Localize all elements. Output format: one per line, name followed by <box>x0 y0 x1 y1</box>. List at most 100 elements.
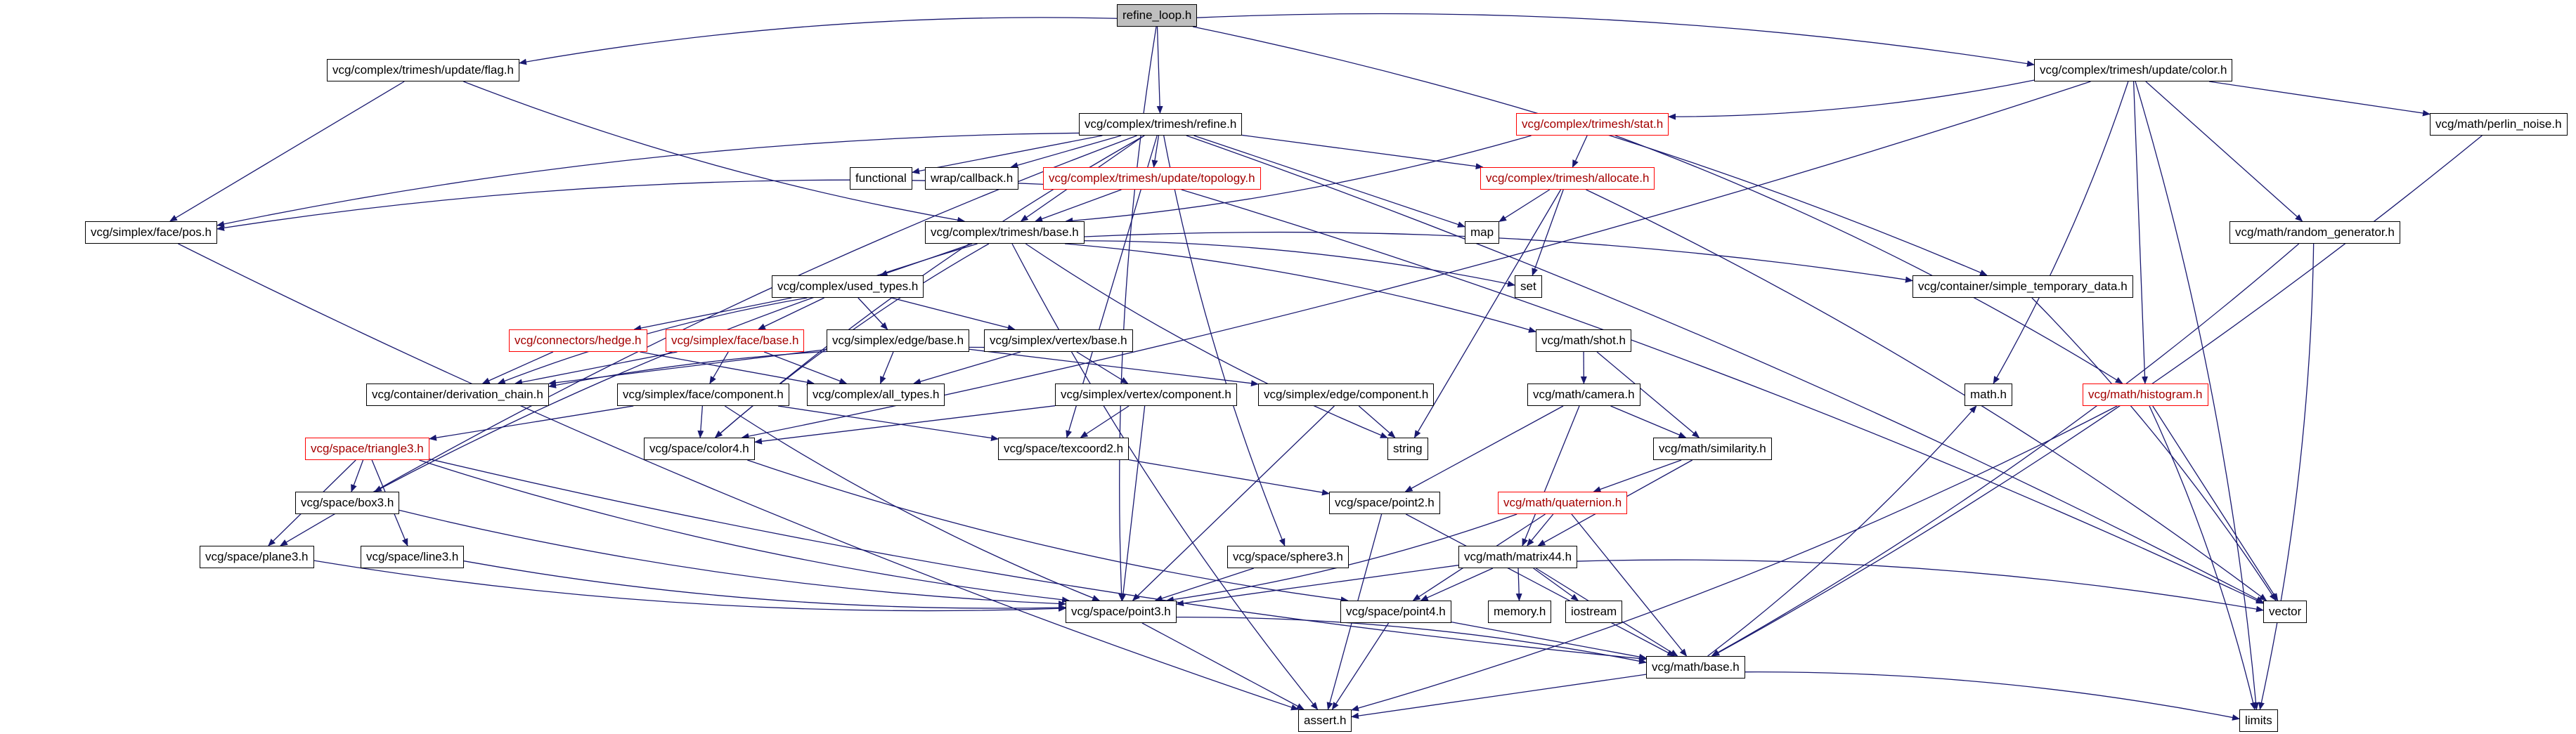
edge-face_base-to-face_comp <box>709 351 729 384</box>
edge-quaternion-to-matrix44 <box>1527 513 1554 546</box>
graph-node-sphere3[interactable]: vcg/space/sphere3.h <box>1227 546 1349 568</box>
graph-node-map[interactable]: map <box>1465 221 1500 244</box>
graph-node-used_types[interactable]: vcg/complex/used_types.h <box>772 275 924 298</box>
graph-node-allocate[interactable]: vcg/complex/trimesh/allocate.h <box>1480 167 1655 190</box>
graph-node-string[interactable]: string <box>1387 438 1428 460</box>
edge-stat-to-histogram <box>1614 135 2123 384</box>
graph-node-math_base[interactable]: vcg/math/base.h <box>1646 656 1745 679</box>
edge-refine_loop-to-upd_color <box>1196 13 2035 67</box>
graph-node-hedge[interactable]: vcg/connectors/hedge.h <box>509 329 647 352</box>
graph-node-callback[interactable]: wrap/callback.h <box>925 167 1019 190</box>
edge-refine_loop-to-point3 <box>1118 26 1157 601</box>
edge-used_types-to-deriv_chain <box>497 297 808 384</box>
edge-histogram-to-limits <box>2149 405 2257 710</box>
edge-vertex_base-to-vertex_comp <box>1076 351 1129 384</box>
edge-face_base-to-all_types <box>763 351 848 384</box>
edge-camera-to-point2 <box>1404 405 1564 492</box>
graph-node-shot[interactable]: vcg/math/shot.h <box>1536 329 1632 352</box>
edge-point2-to-math_base <box>1405 513 1676 657</box>
graph-node-face_base[interactable]: vcg/simplex/face/base.h <box>666 329 805 352</box>
graph-node-line3[interactable]: vcg/space/line3.h <box>361 546 465 568</box>
graph-node-triangle3[interactable]: vcg/space/triangle3.h <box>305 438 429 460</box>
graph-node-simple_temp[interactable]: vcg/container/simple_temporary_data.h <box>1912 275 2133 298</box>
edge-histogram-to-assert_h <box>1351 405 2118 712</box>
graph-node-math_h[interactable]: math.h <box>1965 384 2012 406</box>
edge-edge_base-to-edge_comp <box>969 348 1259 387</box>
graph-node-random_gen[interactable]: vcg/math/random_generator.h <box>2229 221 2400 244</box>
graph-node-face_pos[interactable]: vcg/simplex/face/pos.h <box>85 221 217 244</box>
graph-node-perlin[interactable]: vcg/math/perlin_noise.h <box>2430 113 2568 136</box>
edge-box3-to-point3 <box>399 509 1066 607</box>
edge-refine_loop-to-upd_flag <box>519 17 1118 65</box>
graph-node-upd_color[interactable]: vcg/complex/trimesh/update/color.h <box>2034 59 2233 81</box>
edge-tri_base-to-simple_temp <box>1084 231 1913 283</box>
graph-node-point2[interactable]: vcg/space/point2.h <box>1329 492 1440 514</box>
graph-node-vector[interactable]: vector <box>2263 601 2308 623</box>
graph-node-set[interactable]: set <box>1515 275 1542 298</box>
graph-node-vertex_base[interactable]: vcg/simplex/vertex/base.h <box>984 329 1133 352</box>
graph-node-vertex_comp[interactable]: vcg/simplex/vertex/component.h <box>1055 384 1237 406</box>
edge-simple_temp-to-vector <box>2031 297 2277 601</box>
graph-node-quaternion[interactable]: vcg/math/quaternion.h <box>1498 492 1628 514</box>
edge-triangle3-to-box3 <box>351 459 364 492</box>
edge-topology-to-vector <box>1181 189 2264 604</box>
edge-refine-to-face_pos <box>216 132 1080 228</box>
edge-hedge-to-all_types <box>640 351 815 386</box>
graph-node-point3[interactable]: vcg/space/point3.h <box>1066 601 1177 623</box>
edge-upd_color-to-limits <box>2135 81 2259 710</box>
edge-face_pos-to-assert_h <box>178 243 1299 711</box>
graph-node-histogram[interactable]: vcg/math/histogram.h <box>2083 384 2208 406</box>
graph-node-tri_base[interactable]: vcg/complex/trimesh/base.h <box>925 221 1085 244</box>
edge-upd_color-to-histogram <box>2132 81 2149 384</box>
graph-node-upd_flag[interactable]: vcg/complex/trimesh/update/flag.h <box>327 59 519 81</box>
edge-matrix44-to-point4 <box>1420 568 1494 601</box>
graph-node-topology[interactable]: vcg/complex/trimesh/update/topology.h <box>1043 167 1261 190</box>
graph-node-edge_comp[interactable]: vcg/simplex/edge/component.h <box>1258 384 1435 406</box>
edge-used_types-to-face_base <box>757 297 824 330</box>
graph-node-assert_h[interactable]: assert.h <box>1298 709 1352 732</box>
graph-node-all_types[interactable]: vcg/complex/all_types.h <box>807 384 945 406</box>
edge-topology-to-tri_base <box>1035 189 1122 222</box>
edge-plane3-to-point3 <box>313 560 1066 612</box>
edge-random_gen-to-limits <box>2258 243 2315 710</box>
graph-node-edge_base[interactable]: vcg/simplex/edge/base.h <box>827 329 970 352</box>
edge-line3-to-point3 <box>463 561 1066 611</box>
graph-node-iostream[interactable]: iostream <box>1565 601 1623 623</box>
graph-node-box3[interactable]: vcg/space/box3.h <box>295 492 400 514</box>
graph-node-matrix44[interactable]: vcg/math/matrix44.h <box>1458 546 1578 568</box>
graph-node-deriv_chain[interactable]: vcg/container/derivation_chain.h <box>366 384 549 406</box>
edge-vertex_comp-to-color4 <box>754 405 1056 445</box>
edge-vertex_comp-to-point3 <box>1120 405 1146 601</box>
graph-node-texcoord2[interactable]: vcg/space/texcoord2.h <box>998 438 1130 460</box>
graph-node-refine[interactable]: vcg/complex/trimesh/refine.h <box>1079 113 1243 136</box>
edge-upd_color-to-math_h <box>1993 81 2129 384</box>
edge-edge_comp-to-string <box>1358 405 1396 438</box>
edge-face_comp-to-triangle3 <box>429 405 634 441</box>
graph-node-point4[interactable]: vcg/space/point4.h <box>1340 601 1451 623</box>
edge-upd_color-to-stat <box>1668 79 2035 120</box>
graph-node-similarity[interactable]: vcg/math/similarity.h <box>1653 438 1772 460</box>
edge-math_base-to-limits <box>1745 671 2240 721</box>
edge-refine-to-callback <box>1010 135 1122 169</box>
graph-node-memory_h[interactable]: memory.h <box>1488 601 1552 623</box>
graph-node-face_comp[interactable]: vcg/simplex/face/component.h <box>617 384 789 406</box>
graph-node-stat[interactable]: vcg/complex/trimesh/stat.h <box>1516 113 1669 136</box>
edge-triangle3-to-point3 <box>419 459 1070 603</box>
graph-node-color4[interactable]: vcg/space/color4.h <box>644 438 755 460</box>
edge-face_comp-to-texcoord2 <box>777 405 999 441</box>
edge-tri_base-to-assert_h <box>1011 243 1319 710</box>
graph-node-camera[interactable]: vcg/math/camera.h <box>1527 384 1640 406</box>
edge-face_base-to-deriv_chain <box>514 351 678 386</box>
graph-node-limits[interactable]: limits <box>2239 709 2278 732</box>
edge-used_types-to-hedge <box>633 297 792 332</box>
graph-node-functional[interactable]: functional <box>850 167 912 190</box>
edge-triangle3-to-math_base <box>429 458 1647 662</box>
edge-upd_flag-to-face_pos <box>169 81 405 222</box>
graph-node-refine_loop[interactable]: refine_loop.h <box>1117 4 1198 27</box>
edge-tri_base-to-string <box>1025 243 1388 439</box>
edge-refine_loop-to-simple_temp <box>1192 26 1988 276</box>
edge-face_comp-to-color4 <box>697 405 704 438</box>
edge-used_types-to-vertex_base <box>891 297 1016 331</box>
graph-node-plane3[interactable]: vcg/space/plane3.h <box>200 546 314 568</box>
